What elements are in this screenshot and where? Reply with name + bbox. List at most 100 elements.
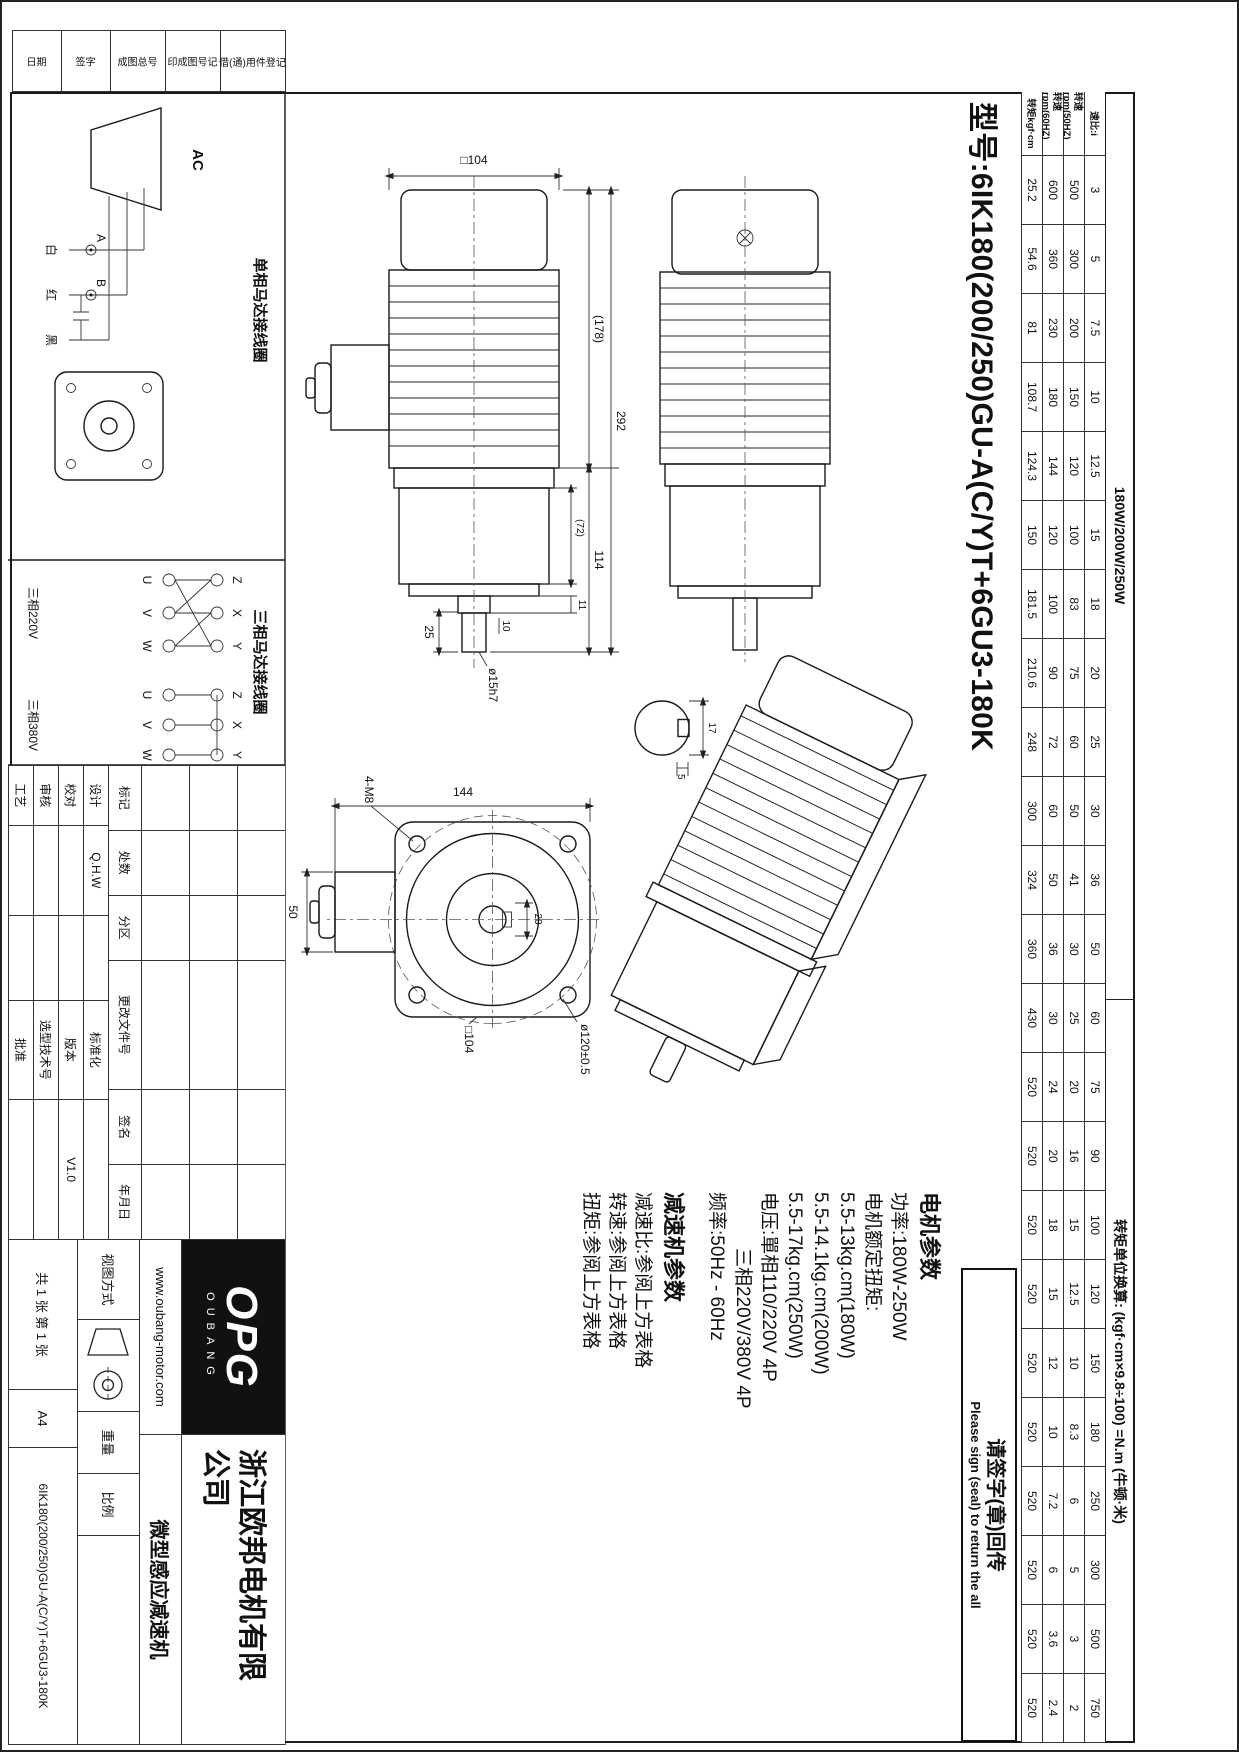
spec-cell: 520 (1021, 1260, 1042, 1329)
spec-cell: 90 (1042, 639, 1063, 708)
spec-cell: 300 (1084, 1536, 1105, 1605)
spec-cell: 520 (1021, 1674, 1042, 1743)
spec-cell: 50 (1084, 915, 1105, 984)
spec-cell: 300 (1021, 777, 1042, 846)
spec-cell: 120 (1042, 501, 1063, 570)
spec-cell: 41 (1063, 846, 1084, 915)
view-method-label: 视图方式 (77, 1240, 139, 1320)
power-rating-header: 180W/200W/250W (1106, 92, 1135, 1000)
spec-cell: 100 (1063, 501, 1084, 570)
spec-cell: 100 (1084, 1191, 1105, 1260)
spec-cell: 12.5 (1063, 1260, 1084, 1329)
spec-cell: 181.5 (1021, 570, 1042, 639)
spec-cell: 3 (1084, 156, 1105, 225)
revision-blank-row (141, 766, 189, 1240)
spec-cell: 250 (1084, 1467, 1105, 1536)
spec-cell: 7.5 (1084, 294, 1105, 363)
spec-cell: 60 (1063, 708, 1084, 777)
margin-block: 借(通)用件登记 (220, 30, 286, 92)
spec-cell: 520 (1021, 1191, 1042, 1260)
approval-value (83, 1100, 108, 1241)
spec-cell: 144 (1042, 432, 1063, 501)
company-name: 浙江欧邦电机有限公司 (181, 1435, 285, 1745)
margin-block-label: 日期 (27, 57, 47, 69)
spec-table-header: 180W/200W/250W 转矩单位换算: (kgf·cm×9.8÷100) … (1105, 92, 1135, 1743)
spec-cell: 520 (1021, 1398, 1042, 1467)
gearhead-parameters-heading: 减速机参数 (661, 1192, 686, 1303)
spec-cell: 72 (1042, 708, 1063, 777)
approval-label: 设计 (83, 766, 108, 826)
spec-cell: 20 (1084, 639, 1105, 708)
spec-row-label: 转矩kgf·cm (1021, 92, 1042, 156)
approval-value (58, 825, 83, 916)
spec-cell: 81 (1021, 294, 1042, 363)
spec-cell: 10 (1084, 363, 1105, 432)
revision-blank-row (237, 766, 285, 1240)
spec-row-label: 转速rpm(50HZ) (1062, 92, 1084, 156)
spec-cell: 520 (1021, 1329, 1042, 1398)
blank-cell (77, 1536, 139, 1745)
margin-blocks: 借(通)用件登记 印成图号记 成图总号 签字 日期 (12, 30, 286, 92)
company-name-text: 浙江欧邦电机有限公司 (199, 1449, 268, 1682)
spec-cell: 360 (1042, 225, 1063, 294)
margin-block-label: 印成图号记 (168, 57, 218, 69)
margin-block: 日期 (12, 30, 62, 92)
approval-label: 工艺 (8, 766, 33, 826)
motor-parameters-heading: 电机参数 (917, 1192, 942, 1281)
paper-size: A4 (8, 1390, 77, 1448)
spec-cell: 150 (1084, 1329, 1105, 1398)
spec-cell: 750 (1084, 1674, 1105, 1743)
spec-cell: 180 (1042, 363, 1063, 432)
spec-cell: 5 (1084, 225, 1105, 294)
sign-return-note-en: Please sign (seal) to return the all (968, 1401, 983, 1609)
motor-parameter-line: 功率:180W-250W (888, 1192, 909, 1341)
margin-block: 成图总号 (110, 30, 166, 92)
spec-cell: 8.3 (1063, 1398, 1084, 1467)
spec-cell: 3.6 (1042, 1605, 1063, 1674)
margin-block: 签字 (61, 30, 111, 92)
spec-cell: 10 (1063, 1329, 1084, 1398)
motor-parameters: 电机参数 功率:180W-250W 电机额定扭矩: 5.5-13kg.cm(18… (703, 1192, 947, 1622)
logo-text: OPG (217, 1285, 266, 1389)
spec-cell: 36 (1084, 846, 1105, 915)
approval-label: 批准 (8, 1000, 33, 1101)
spec-cell: 210.6 (1021, 639, 1042, 708)
approval-row: 审核 选型技术号 (33, 766, 58, 1241)
spec-cell: 180 (1084, 1398, 1105, 1467)
spec-cell: 10 (1042, 1398, 1063, 1467)
approval-label: 选型技术号 (33, 1000, 58, 1101)
approval-label: 校对 (58, 766, 83, 826)
spec-cell: 500 (1084, 1605, 1105, 1674)
spec-cell: 12.5 (1084, 432, 1105, 501)
spec-cell: 6 (1042, 1536, 1063, 1605)
revision-header-row: 标记 处数 分区 更改文件号 签名 年月日 (108, 766, 141, 1240)
spec-cell: 360 (1021, 915, 1042, 984)
drawing-number: 6IK180(200/250)GU-A(C/Y)T+6GU3-180K (8, 1448, 77, 1745)
spec-cell: 18 (1042, 1191, 1063, 1260)
spec-cell: 15 (1042, 1260, 1063, 1329)
revision-header-cell: 标记 (108, 766, 141, 831)
spec-cell: 150 (1063, 363, 1084, 432)
revision-blank-row (189, 766, 237, 1240)
spec-cell: 120 (1084, 1260, 1105, 1329)
spec-cell: 54.6 (1021, 225, 1042, 294)
spec-cell: 150 (1021, 501, 1042, 570)
spec-table: 180W/200W/250W 转矩单位换算: (kgf·cm×9.8÷100) … (1021, 92, 1135, 1743)
spec-cell: 75 (1063, 639, 1084, 708)
approval-label: 标准化 (83, 1000, 108, 1101)
spec-cell: 324 (1021, 846, 1042, 915)
margin-block-label: 借(通)用件登记 (219, 57, 287, 69)
spec-cell: 430 (1021, 984, 1042, 1053)
spec-cell: 520 (1021, 1122, 1042, 1191)
torque-conversion-header: 转矩单位换算: (kgf·cm×9.8÷100) =N.m (牛顿·米) (1112, 1219, 1129, 1524)
spec-cell: 108.7 (1021, 363, 1042, 432)
spec-row-label: 转速rpm(60HZ) (1041, 92, 1063, 156)
spec-cell: 300 (1063, 225, 1084, 294)
spec-cell: 200 (1063, 294, 1084, 363)
gearhead-parameter-line: 扭矩:参阅上方表格 (580, 1192, 601, 1350)
approval-row: 工艺 批准 (8, 766, 33, 1241)
revision-header-cell: 处数 (108, 830, 141, 896)
spec-cell: 5 (1063, 1536, 1084, 1605)
spec-cell: 3 (1063, 1605, 1084, 1674)
